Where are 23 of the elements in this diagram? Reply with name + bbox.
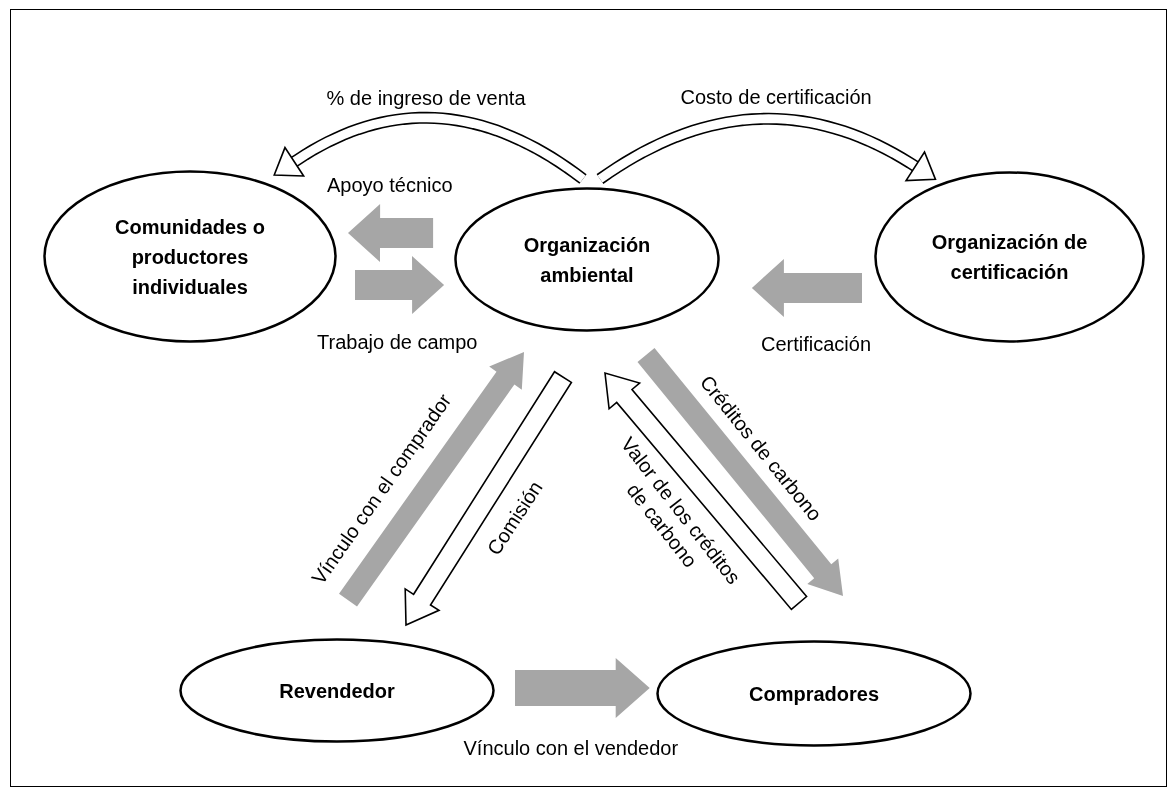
curved-arrow: [273, 113, 586, 183]
block-arrow: [515, 658, 650, 718]
entity-ellipse: [874, 171, 1145, 343]
block-arrow: [637, 348, 843, 596]
block-arrow: [339, 352, 524, 607]
node-label: Organización de certificación: [930, 230, 1089, 285]
edge-label: Trabajo de campo: [317, 330, 478, 354]
edge-label: Certificación: [761, 332, 872, 356]
node-label: Revendedor: [278, 678, 396, 704]
node-label: Comunidades o productores individuales: [115, 214, 265, 300]
entity-ellipse: [454, 187, 720, 332]
block-arrow: [604, 371, 808, 611]
block-arrow: [348, 204, 434, 262]
edge-label: Costo de certificación: [680, 85, 872, 109]
node-label: Organización ambiental: [522, 232, 652, 288]
edge-label: % de ingreso de venta: [326, 86, 526, 110]
block-arrow: [355, 256, 445, 314]
block-arrow: [751, 259, 862, 317]
edge-label: Vínculo con el vendedor: [463, 736, 679, 760]
node-label: Compradores: [748, 681, 880, 707]
curved-arrow: [597, 114, 937, 183]
block-arrow: [404, 370, 573, 627]
edge-label: Apoyo técnico: [327, 173, 453, 197]
